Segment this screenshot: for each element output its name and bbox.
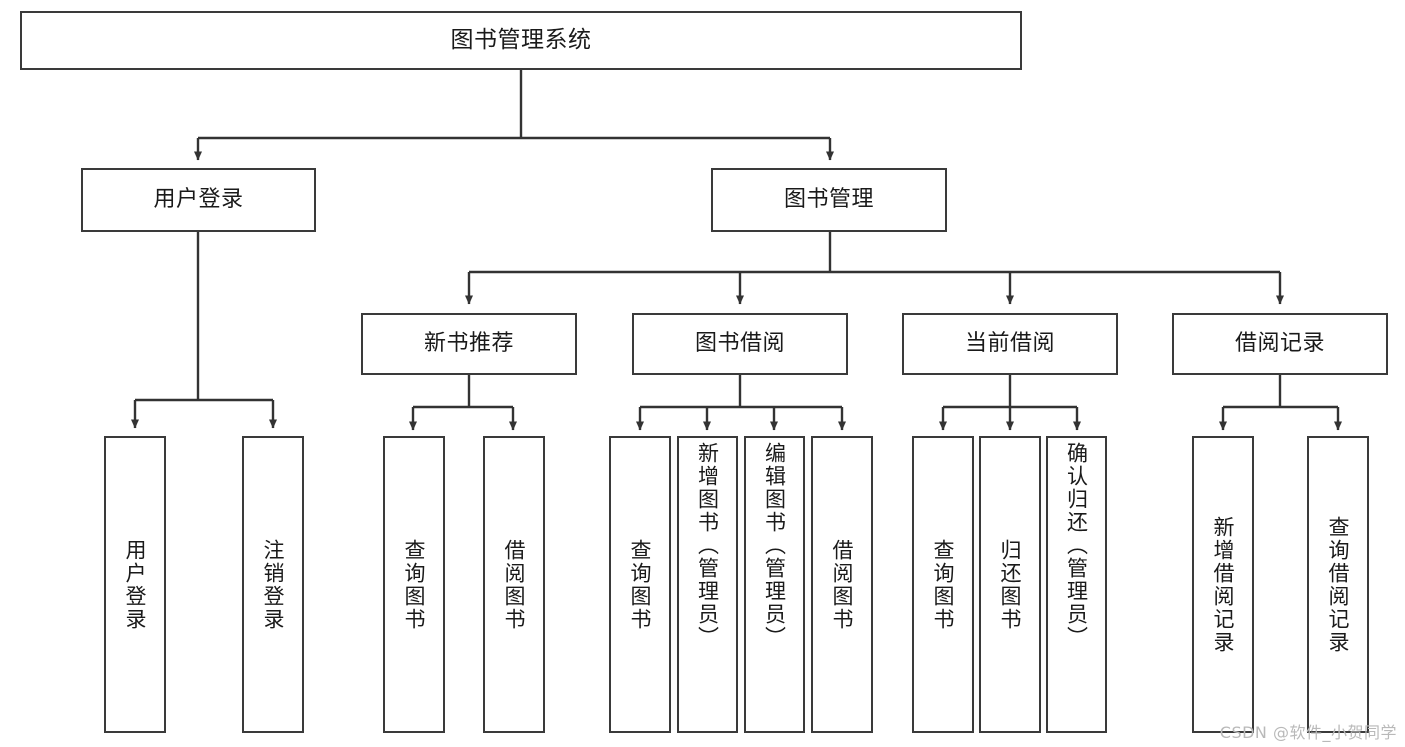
node-borrow-record-label: 借阅记录: [1234, 331, 1325, 357]
node-leaf-query-book-2[interactable]: 查询图书: [609, 436, 671, 733]
node-leaf-query-record[interactable]: 查询借阅记录: [1307, 436, 1369, 733]
node-new-book-rec-label: 新书推荐: [423, 331, 514, 357]
node-user-login-label: 用户登录: [153, 187, 244, 213]
node-leaf-query-record-label: 查询借阅记录: [1326, 515, 1351, 654]
node-leaf-add-record-label: 新增借阅记录: [1211, 515, 1236, 654]
node-current-borrow-label: 当前借阅: [964, 331, 1055, 357]
node-root-label: 图书管理系统: [450, 26, 592, 53]
node-new-book-rec[interactable]: 新书推荐: [361, 313, 577, 375]
node-leaf-borrow-book-1[interactable]: 借阅图书: [483, 436, 545, 733]
node-leaf-user-login[interactable]: 用户登录: [104, 436, 166, 733]
node-leaf-return-book[interactable]: 归还图书: [979, 436, 1041, 733]
node-leaf-edit-book-label: 编辑图书（管理员）: [762, 442, 787, 649]
node-leaf-query-book-2-label: 查询图书: [628, 538, 653, 631]
node-leaf-add-book[interactable]: 新增图书（管理员）: [677, 436, 738, 733]
node-leaf-add-record[interactable]: 新增借阅记录: [1192, 436, 1254, 733]
node-book-manage-label: 图书管理: [783, 187, 874, 213]
node-leaf-borrow-book-1-label: 借阅图书: [502, 538, 527, 631]
node-leaf-borrow-book-2-label: 借阅图书: [830, 538, 855, 631]
node-leaf-query-book-3[interactable]: 查询图书: [912, 436, 974, 733]
node-user-login[interactable]: 用户登录: [81, 168, 316, 232]
node-book-borrow-label: 图书借阅: [694, 331, 785, 357]
node-leaf-query-book-1[interactable]: 查询图书: [383, 436, 445, 733]
node-book-manage[interactable]: 图书管理: [711, 168, 947, 232]
node-current-borrow[interactable]: 当前借阅: [902, 313, 1118, 375]
node-book-borrow[interactable]: 图书借阅: [632, 313, 848, 375]
node-borrow-record[interactable]: 借阅记录: [1172, 313, 1388, 375]
node-leaf-confirm-return[interactable]: 确认归还（管理员）: [1046, 436, 1107, 733]
node-leaf-logout[interactable]: 注销登录: [242, 436, 304, 733]
node-leaf-confirm-return-label: 确认归还（管理员）: [1064, 442, 1089, 649]
node-root[interactable]: 图书管理系统: [20, 11, 1022, 70]
node-leaf-user-login-label: 用户登录: [123, 538, 148, 631]
node-leaf-borrow-book-2[interactable]: 借阅图书: [811, 436, 873, 733]
node-leaf-logout-label: 注销登录: [261, 538, 286, 631]
watermark: CSDN @软件_小贺同学: [1219, 723, 1397, 742]
node-leaf-return-book-label: 归还图书: [998, 538, 1023, 631]
node-leaf-query-book-3-label: 查询图书: [931, 538, 956, 631]
node-leaf-edit-book[interactable]: 编辑图书（管理员）: [744, 436, 805, 733]
node-leaf-add-book-label: 新增图书（管理员）: [695, 442, 720, 649]
node-leaf-query-book-1-label: 查询图书: [402, 538, 427, 631]
